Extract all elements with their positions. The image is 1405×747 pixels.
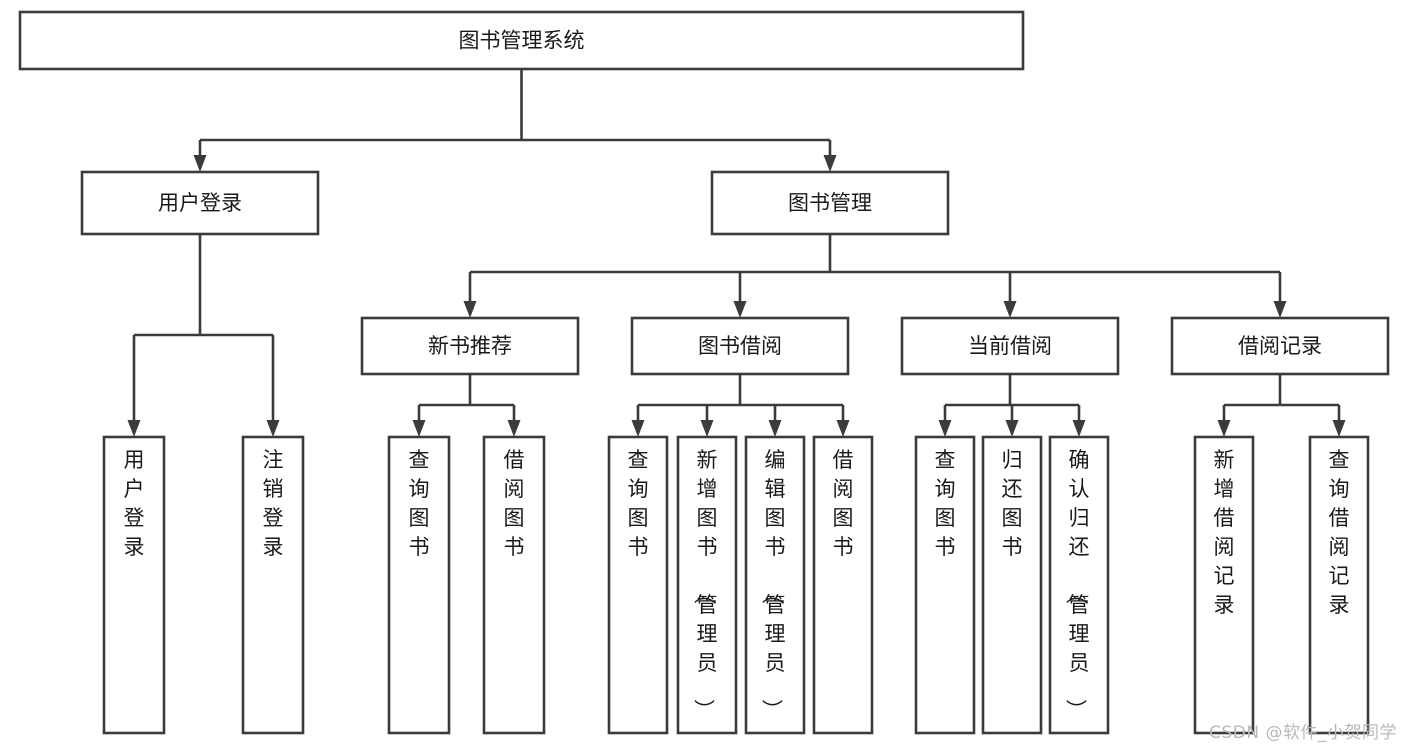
node-box[interactable] xyxy=(360,316,580,376)
edge-group-current-borrow xyxy=(938,374,1086,437)
node-label: 查询图书 xyxy=(935,448,956,559)
node-bb-add[interactable]: 新增图书（管理员） xyxy=(676,435,738,735)
node-box[interactable] xyxy=(241,435,305,735)
node-box[interactable] xyxy=(1193,435,1255,735)
node-nb-query[interactable]: 查询图书 xyxy=(387,435,451,735)
node-user-login[interactable]: 用户登录 xyxy=(80,170,320,236)
arrow-head-icon xyxy=(631,420,645,437)
arrow-head-icon xyxy=(1217,420,1231,437)
arrow-head-icon xyxy=(1072,420,1086,437)
node-label: 图书管理系统 xyxy=(459,29,585,53)
arrow-head-icon xyxy=(1332,420,1346,437)
node-box[interactable] xyxy=(812,435,874,735)
arrow-head-icon xyxy=(412,420,426,437)
arrow-head-icon xyxy=(733,301,747,318)
node-label: 确认归还（管理员） xyxy=(1064,448,1090,720)
node-label: 归还图书 xyxy=(1002,448,1023,559)
arrow-head-icon xyxy=(266,420,280,437)
node-label: 查询图书 xyxy=(628,448,649,559)
node-label: 编辑图书（管理员） xyxy=(760,448,786,720)
node-box[interactable] xyxy=(1170,316,1390,376)
edge-group-book-borrow xyxy=(631,374,850,437)
node-box[interactable] xyxy=(981,435,1043,735)
edge-group-new-book-rec xyxy=(412,374,521,437)
node-label: 查询图书 xyxy=(409,448,430,559)
arrow-head-icon xyxy=(193,155,207,172)
edge-group-user-login xyxy=(127,234,280,437)
node-label: 图书管理 xyxy=(788,191,872,215)
node-label: 新增图书（管理员） xyxy=(692,448,718,720)
node-label: 新书推荐 xyxy=(428,334,512,358)
node-label: 新增借阅记录 xyxy=(1214,448,1235,617)
node-box[interactable] xyxy=(1048,435,1110,735)
node-bb-edit[interactable]: 编辑图书（管理员） xyxy=(744,435,806,735)
node-br-add[interactable]: 新增借阅记录 xyxy=(1193,435,1255,735)
node-label: 查询借阅记录 xyxy=(1329,448,1350,617)
csdn-watermark: CSDN @软件_小贺同学 xyxy=(1209,723,1397,743)
node-label: 当前借阅 xyxy=(968,334,1052,358)
node-book-manage[interactable]: 图书管理 xyxy=(710,170,950,236)
node-current-borrow[interactable]: 当前借阅 xyxy=(900,316,1120,376)
node-box[interactable] xyxy=(18,10,1025,71)
node-box[interactable] xyxy=(676,435,738,735)
node-label: 借阅图书 xyxy=(833,448,854,559)
node-new-book-rec[interactable]: 新书推荐 xyxy=(360,316,580,376)
node-box[interactable] xyxy=(900,316,1120,376)
edge-group-root xyxy=(193,69,837,172)
node-cb-confirm[interactable]: 确认归还（管理员） xyxy=(1048,435,1110,735)
node-box[interactable] xyxy=(80,170,320,236)
node-br-query[interactable]: 查询借阅记录 xyxy=(1308,435,1370,735)
node-box[interactable] xyxy=(630,316,850,376)
node-leaf-user-login[interactable]: 用户登录 xyxy=(102,435,166,735)
node-box[interactable] xyxy=(1308,435,1370,735)
node-bb-query[interactable]: 查询图书 xyxy=(607,435,669,735)
node-label: 图书借阅 xyxy=(698,334,782,358)
arrow-head-icon xyxy=(1005,420,1019,437)
node-borrow-record[interactable]: 借阅记录 xyxy=(1170,316,1390,376)
node-box[interactable] xyxy=(914,435,976,735)
node-cb-return[interactable]: 归还图书 xyxy=(981,435,1043,735)
node-box[interactable] xyxy=(102,435,166,735)
arrow-head-icon xyxy=(1273,301,1287,318)
arrow-head-icon xyxy=(938,420,952,437)
node-book-borrow[interactable]: 图书借阅 xyxy=(630,316,850,376)
arrow-head-icon xyxy=(1003,301,1017,318)
node-box[interactable] xyxy=(607,435,669,735)
arrow-head-icon xyxy=(700,420,714,437)
node-label: 用户登录 xyxy=(158,191,242,215)
connector-layer xyxy=(127,69,1346,437)
node-nb-borrow[interactable]: 借阅图书 xyxy=(482,435,546,735)
node-layer: 图书管理系统用户登录图书管理新书推荐图书借阅当前借阅借阅记录用户登录注销登录查询… xyxy=(18,10,1390,735)
node-box[interactable] xyxy=(744,435,806,735)
node-bb-borrow[interactable]: 借阅图书 xyxy=(812,435,874,735)
arrow-head-icon xyxy=(836,420,850,437)
node-label: 用户登录 xyxy=(124,448,145,559)
node-box[interactable] xyxy=(482,435,546,735)
arrow-head-icon xyxy=(768,420,782,437)
node-box[interactable] xyxy=(710,170,950,236)
arrow-head-icon xyxy=(127,420,141,437)
node-label: 注销登录 xyxy=(263,448,284,559)
node-box[interactable] xyxy=(387,435,451,735)
edge-group-book-manage xyxy=(463,234,1287,318)
node-label: 借阅图书 xyxy=(504,448,525,559)
arrow-head-icon xyxy=(823,155,837,172)
edge-group-borrow-record xyxy=(1217,374,1346,437)
arrow-head-icon xyxy=(463,301,477,318)
node-label: 借阅记录 xyxy=(1238,334,1322,358)
arrow-head-icon xyxy=(507,420,521,437)
node-root[interactable]: 图书管理系统 xyxy=(18,10,1025,71)
node-leaf-user-logout[interactable]: 注销登录 xyxy=(241,435,305,735)
node-cb-query[interactable]: 查询图书 xyxy=(914,435,976,735)
